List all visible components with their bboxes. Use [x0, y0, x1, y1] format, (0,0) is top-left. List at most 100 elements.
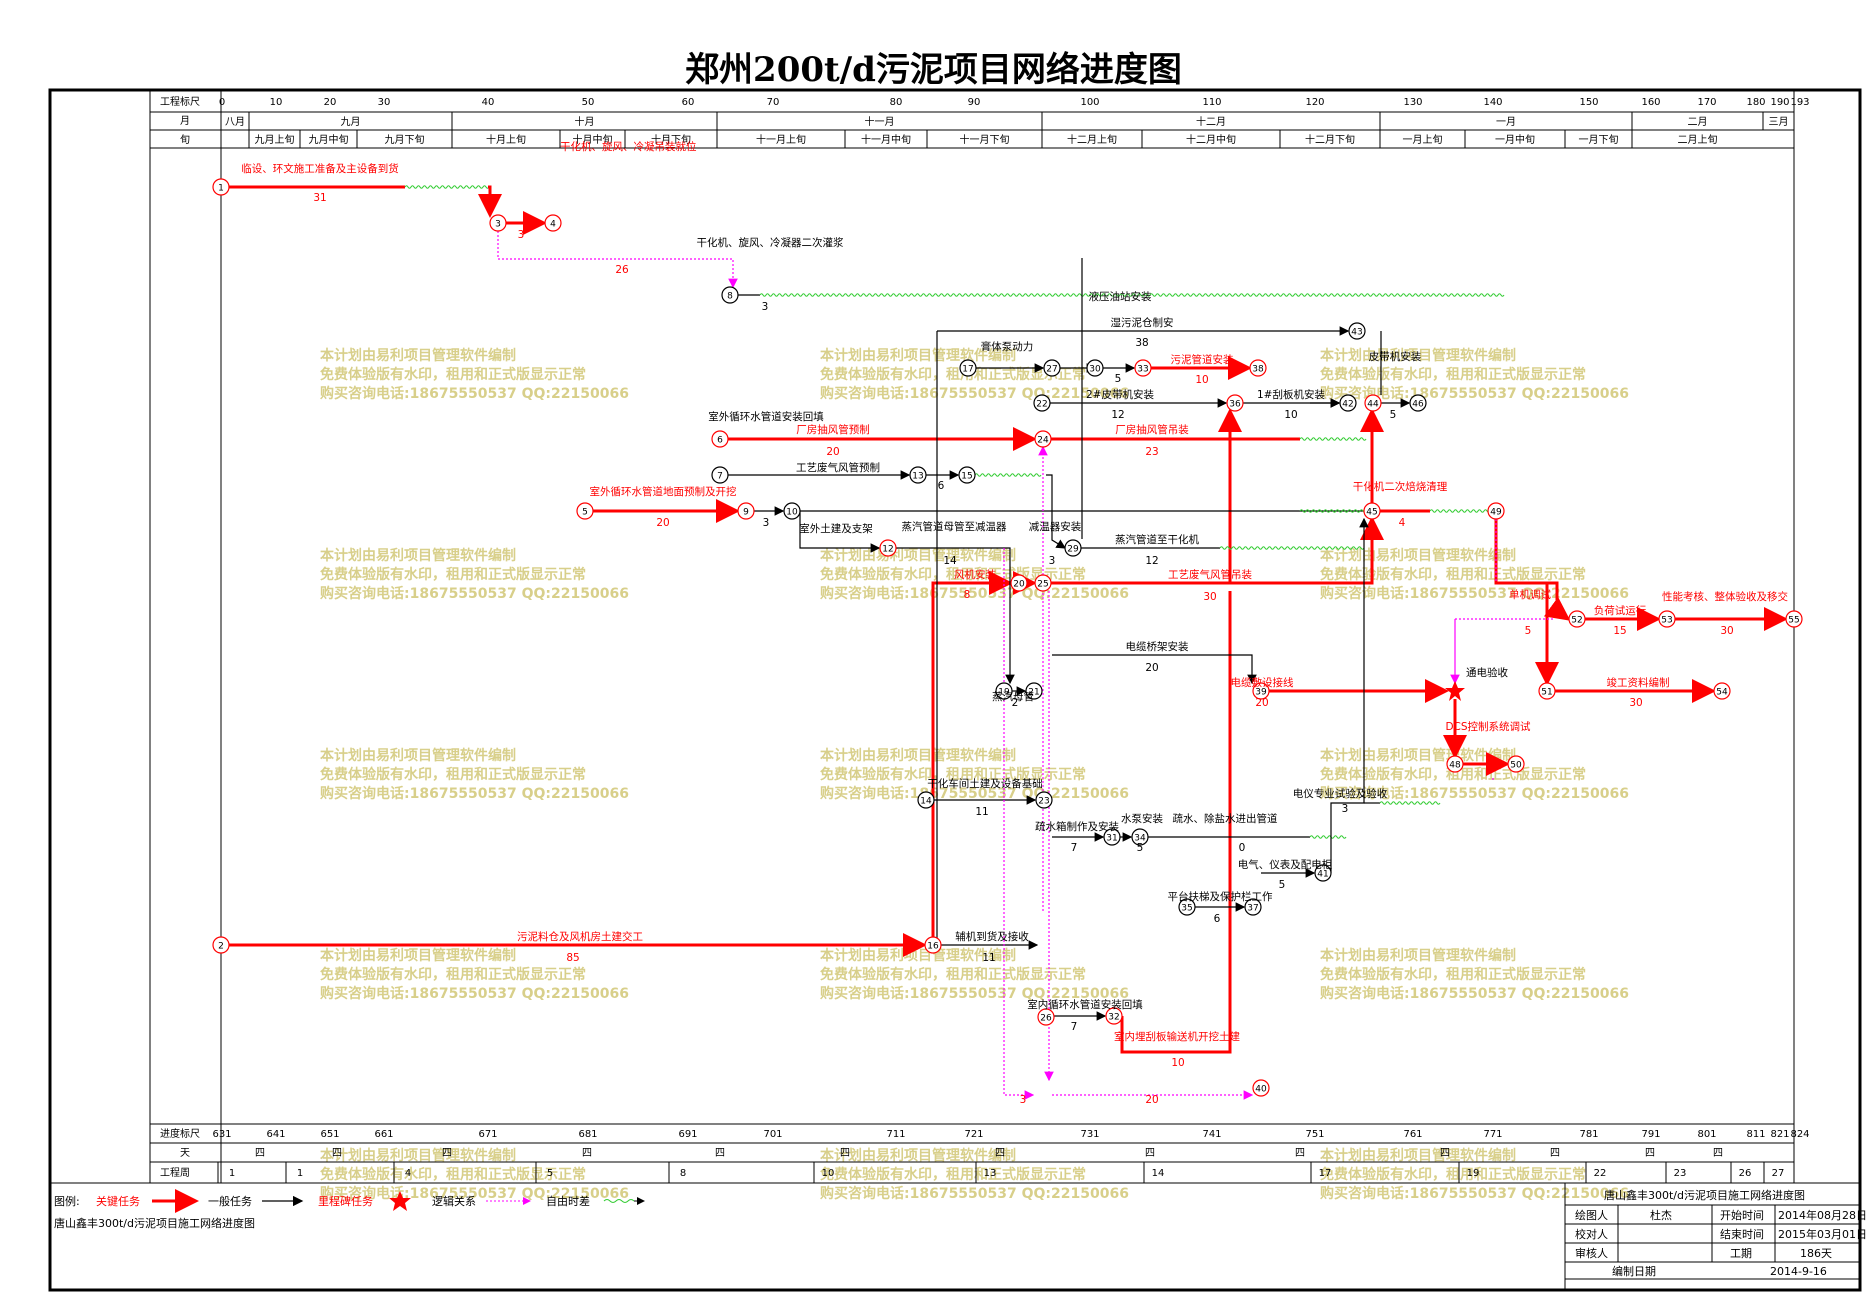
watermark-text: 本计划由易利项目管理软件编制 — [1320, 1147, 1516, 1164]
month-label: 十月 — [575, 115, 595, 128]
task-duration-label: 20 — [656, 517, 669, 529]
task-duration-label: 20 — [826, 446, 839, 458]
float-wave — [1379, 801, 1441, 805]
node-circle — [1713, 682, 1731, 700]
watermark-text: 购买咨询电话:18675550537 QQ:22150066 — [1320, 385, 1629, 402]
scale-tick-label: 130 — [1403, 97, 1422, 108]
day-value: 四 — [840, 1148, 850, 1159]
watermark-text: 购买咨询电话:18675550537 QQ:22150066 — [1320, 785, 1629, 802]
period-label: 十月下旬 — [651, 133, 691, 146]
week-value: 23 — [1674, 1168, 1687, 1179]
task-name-label: 干化车间土建及设备基础 — [927, 777, 1043, 790]
progress-tick-label: 711 — [886, 1129, 905, 1140]
watermark-text: 本计划由易利项目管理软件编制 — [1320, 347, 1516, 364]
event-node: 6 — [711, 430, 729, 448]
watermark-text: 免费体验版有水印，租用和正式版显示正常 — [320, 1166, 586, 1183]
watermark-text: 免费体验版有水印，租用和正式版显示正常 — [320, 966, 586, 983]
day-value: 四 — [715, 1148, 725, 1159]
node-circle — [783, 502, 801, 520]
day-row-label: 天 — [180, 1148, 190, 1159]
progress-tick-label: 751 — [1305, 1129, 1324, 1140]
drawer-value: 杜杰 — [1650, 1208, 1672, 1222]
scale-tick-label: 60 — [682, 97, 695, 108]
week-value: 10 — [822, 1168, 835, 1179]
node-circle — [1226, 394, 1244, 412]
week-value: 26 — [1739, 1168, 1752, 1179]
event-node: 16 — [924, 936, 942, 954]
node-circle — [1409, 394, 1427, 412]
task-name-label: 污泥管道安装 — [1171, 353, 1234, 366]
scale-tick-label: 150 — [1579, 97, 1598, 108]
event-node: 9 — [737, 502, 755, 520]
node-number: 37 — [1247, 904, 1258, 914]
task-labels: 临设、环文施工准备及主设备到货31干化机、旋风、冷凝吊装就位326干化机、旋风、… — [241, 140, 1788, 1106]
watermark-text: 免费体验版有水印，租用和正式版显示正常 — [1320, 1166, 1586, 1183]
week-value: 17 — [1319, 1168, 1332, 1179]
drawer-label: 绘图人 — [1575, 1208, 1608, 1222]
task-duration-label: 7 — [1071, 842, 1078, 854]
event-node: 32 — [1105, 1007, 1123, 1025]
node-circle — [1363, 502, 1381, 520]
month-label: 十二月 — [1196, 115, 1226, 128]
node-circle — [1178, 898, 1196, 916]
node-circle — [1507, 755, 1525, 773]
task-duration-label: 26 — [615, 264, 629, 276]
watermarks: 本计划由易利项目管理软件编制免费体验版有水印，租用和正式版显示正常购买咨询电话:… — [320, 347, 1629, 1202]
progress-tick-label: 691 — [678, 1129, 697, 1140]
event-node: 52 — [1568, 610, 1586, 628]
task-name-label: 室内循环水管道安装回填 — [1027, 998, 1143, 1011]
legend-label: 图例: — [54, 1194, 80, 1208]
day-value: 四 — [1645, 1148, 1655, 1159]
outer-frame — [48, 88, 1862, 1292]
event-node: 2 — [212, 936, 230, 954]
day-value: 四 — [1295, 1148, 1305, 1159]
node-circle — [1043, 359, 1061, 377]
period-label: 十月上旬 — [486, 133, 526, 146]
task-name-label: 工艺废气风管吊装 — [1168, 568, 1252, 581]
day-value: 四 — [582, 1148, 592, 1159]
scale-tick-label: 160 — [1641, 97, 1660, 108]
event-node: 43 — [1348, 322, 1366, 340]
event-node: 19 — [995, 682, 1013, 700]
task-duration-label: 30 — [1203, 591, 1216, 603]
event-node: 3 — [489, 214, 507, 232]
event-node: 45 — [1363, 502, 1381, 520]
watermark-text: 购买咨询电话:18675550537 QQ:22150066 — [820, 985, 1129, 1002]
node-number: 21 — [1028, 688, 1039, 698]
task-duration-label: 7 — [1071, 1021, 1078, 1033]
event-node: 53 — [1658, 610, 1676, 628]
task-name-label: 蒸汽管道至干化机 — [1115, 533, 1199, 546]
node-number: 2 — [218, 942, 224, 952]
scale-tick-label: 80 — [890, 97, 903, 108]
task-name-label: 水泵安装 — [1121, 812, 1163, 825]
start-value: 2014年08月28日 — [1778, 1208, 1867, 1222]
scale-tick-label: 20 — [324, 97, 337, 108]
task-name-label: 1#刮板机安装 — [1257, 388, 1325, 401]
period-cells: 九月上旬九月中旬九月下旬十月上旬十月中旬十月下旬十一月上旬十一月中旬十一月下旬十… — [248, 130, 1718, 148]
node-number: 16 — [927, 942, 939, 952]
event-node: 38 — [1249, 359, 1267, 377]
progress-tick-label: 824 — [1790, 1129, 1809, 1140]
event-node: 10 — [783, 502, 801, 520]
node-number: 8 — [727, 292, 733, 302]
task-duration-label: 10 — [1171, 1057, 1184, 1069]
task-duration-label: 5 — [1525, 625, 1532, 637]
task-duration-label: 30 — [1629, 697, 1642, 709]
event-node: 51 — [1538, 682, 1556, 700]
week-value: 14 — [1152, 1168, 1165, 1179]
legend: 图例: 关键任务 一般任务 里程碑任务 逻辑关系 自由时差 唐山鑫丰300t/d… — [54, 1189, 645, 1230]
week-value: 22 — [1594, 1168, 1607, 1179]
task-name-label: 减温器安装 — [1029, 520, 1082, 533]
period-label: 一月下旬 — [1579, 133, 1619, 146]
week-value: 8 — [680, 1168, 686, 1179]
period-label: 一月上旬 — [1403, 133, 1443, 146]
node-circle — [1134, 359, 1152, 377]
task-duration-label: 30 — [1720, 625, 1733, 637]
legend-normal-label: 一般任务 — [208, 1195, 252, 1208]
month-label: 九月 — [341, 116, 361, 128]
month-label: 十一月 — [865, 115, 895, 128]
node-number: 25 — [1037, 580, 1048, 590]
